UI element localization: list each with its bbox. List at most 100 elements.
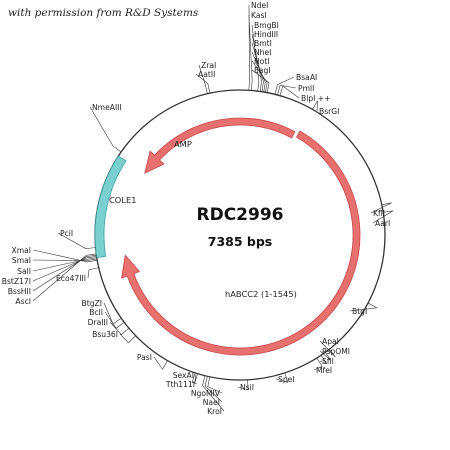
restriction-site-0: NdeI	[248, 1, 268, 91]
site-label: NaeI	[203, 398, 220, 407]
site-label: BlpI ++	[301, 94, 331, 103]
site-label: XmaI	[12, 246, 32, 255]
site-tick	[277, 84, 297, 96]
site-label: KflI	[373, 209, 385, 218]
restriction-site-3: HindIII	[251, 30, 278, 92]
site-label: NdeI	[251, 1, 268, 10]
site-tick	[370, 202, 392, 214]
permission-note: with permission from R&D Systems	[8, 7, 199, 19]
site-label: BmgBI	[254, 21, 279, 30]
restriction-site-11: BsrGI	[312, 100, 339, 116]
site-tick	[103, 302, 122, 325]
site-label: HindIII	[254, 30, 278, 39]
restriction-site-31: Eco47III	[56, 267, 99, 283]
restriction-site-19: SpeI	[275, 372, 295, 384]
site-tick	[202, 375, 225, 412]
restriction-site-41: AatII	[195, 70, 215, 94]
site-tick	[251, 24, 260, 92]
site-tick	[195, 73, 211, 94]
site-label: BsrGI	[319, 107, 339, 116]
site-tick	[275, 372, 289, 383]
restriction-site-18: MfeI	[313, 357, 332, 375]
site-tick	[191, 372, 198, 385]
plasmid-name: RDC2996	[197, 205, 284, 225]
restriction-site-16: PspOMI	[319, 347, 350, 361]
habcc2-feature-arrow	[121, 130, 361, 356]
restriction-site-30: BtgZI	[82, 299, 122, 325]
site-tick	[251, 51, 266, 92]
restriction-site-22: NaeI	[203, 376, 223, 407]
site-label: SmaI	[12, 256, 31, 265]
site-tick	[32, 257, 97, 272]
cole1-label: COLE1	[109, 195, 136, 205]
restriction-site-26: PasI	[137, 353, 168, 370]
site-label: NgoMIV	[191, 389, 221, 398]
site-tick	[312, 100, 318, 112]
restriction-site-36: BssHII	[8, 254, 97, 296]
amp-feature-arrow	[144, 117, 296, 174]
site-tick	[251, 42, 264, 92]
site-label: BstZ17I	[2, 277, 31, 286]
site-label: BssHII	[8, 287, 31, 296]
restriction-site-40: ZraI	[198, 61, 216, 94]
restriction-site-6: NotI	[251, 57, 270, 93]
site-tick	[372, 210, 394, 224]
restriction-site-32: XmaI	[12, 246, 98, 263]
cole1-feature-block	[94, 155, 127, 259]
restriction-site-21: NgoMIV	[191, 376, 223, 398]
site-tick	[194, 373, 198, 384]
restriction-site-14: BtgI	[349, 302, 378, 316]
restriction-site-13: AarI	[372, 210, 394, 228]
site-label: NheI	[254, 48, 271, 57]
site-label: AatII	[198, 70, 215, 79]
site-label: PciI	[60, 229, 73, 238]
restriction-site-35: BstZ17I	[2, 256, 97, 286]
site-label: ZraI	[201, 61, 216, 70]
plasmid-size: 7385 bps	[208, 234, 272, 249]
site-label: AscI	[15, 297, 31, 306]
site-tick	[207, 376, 223, 394]
site-tick	[204, 376, 223, 403]
site-label: NsiI	[240, 383, 254, 392]
site-label: NotI	[254, 57, 270, 66]
site-tick	[274, 76, 295, 95]
restriction-site-27: Bsu36I	[92, 330, 136, 344]
site-label: MfeI	[316, 366, 332, 375]
site-label: KroI	[207, 407, 222, 416]
restriction-site-25: Tth111I	[165, 372, 198, 389]
restriction-site-38: PciI	[57, 229, 96, 249]
site-label: BclI	[89, 308, 103, 317]
site-tick	[319, 355, 328, 365]
restriction-site-15: ApaI	[319, 337, 339, 358]
restriction-site-34: SalI	[17, 257, 97, 276]
site-tick	[251, 60, 268, 93]
site-label: AarI	[375, 219, 390, 228]
site-label: PasI	[137, 353, 152, 362]
restriction-site-23: KroI	[202, 375, 225, 416]
site-tick	[349, 302, 378, 312]
restriction-site-9: PmlI	[277, 84, 314, 96]
site-tick	[119, 333, 136, 344]
site-tick	[248, 4, 250, 91]
site-label: SalI	[17, 267, 31, 276]
site-label: Tth111I	[165, 380, 195, 389]
site-label: Eco47III	[56, 274, 86, 283]
restriction-site-10: BlpI ++	[279, 85, 331, 103]
restriction-site-29: BclI	[89, 308, 125, 329]
restriction-site-12: KflI	[370, 202, 392, 218]
site-label: Bsu36I	[92, 330, 118, 339]
site-tick	[87, 267, 99, 279]
site-tick	[251, 33, 262, 92]
site-tick	[319, 350, 332, 361]
site-tick	[319, 340, 336, 358]
site-tick	[32, 253, 97, 302]
amp-label: AMP	[174, 139, 192, 149]
restriction-site-7: EagI	[251, 66, 271, 93]
restriction-site-2: BmgBI	[251, 21, 279, 92]
site-tick	[251, 69, 270, 93]
site-label: NmeAIII	[92, 103, 122, 112]
site-tick	[109, 321, 130, 336]
restriction-site-17: SfiI	[319, 355, 334, 366]
site-tick	[198, 64, 208, 94]
